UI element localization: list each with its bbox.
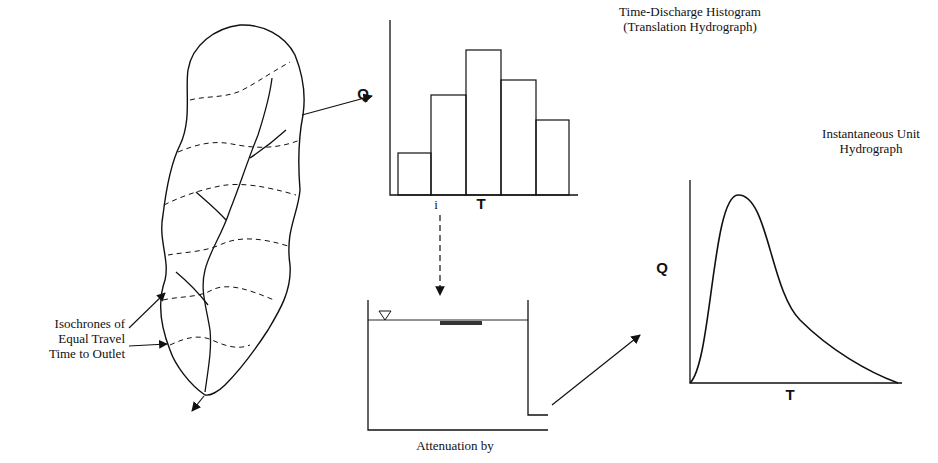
histogram-bars <box>398 50 569 195</box>
stream <box>176 272 208 305</box>
histogram-axes <box>390 20 578 195</box>
stream <box>250 130 286 158</box>
flow-arrow <box>552 335 640 405</box>
axis-label: T <box>471 196 491 211</box>
axis-label: Q <box>353 86 373 101</box>
water-band <box>440 321 482 325</box>
water-level-symbol <box>379 311 391 320</box>
stream <box>196 192 226 220</box>
axis-label: T <box>780 387 800 402</box>
outlet-arrow <box>192 396 204 411</box>
histogram-panel: Time-Discharge Histogram (Translation Hy… <box>345 2 825 215</box>
axis-label: Q <box>652 260 672 275</box>
chart-title: Instantaneous Unit Hydrograph <box>812 126 930 156</box>
stream <box>203 78 272 392</box>
water-surface <box>368 320 528 321</box>
watershed-outline <box>161 25 304 395</box>
iuh-axes <box>690 180 902 383</box>
iuh-curve <box>690 195 898 383</box>
annotation-label: Isochrones of Equal Travel Time to Outle… <box>35 316 125 361</box>
tick-label: i <box>429 197 443 212</box>
leader-arrow <box>129 344 167 346</box>
iuh-panel: Instantaneous Unit HydrographQ T <box>640 120 933 405</box>
reservoir-node: Attenuation by <box>360 295 552 458</box>
flow-arrow <box>439 215 440 295</box>
isochrone-lines <box>163 62 300 347</box>
reservoir-tank <box>368 300 548 430</box>
chart-title: Time-Discharge Histogram (Translation Hy… <box>595 4 785 34</box>
caption-text: Attenuation by <box>360 438 550 453</box>
leader-arrow <box>129 293 165 328</box>
